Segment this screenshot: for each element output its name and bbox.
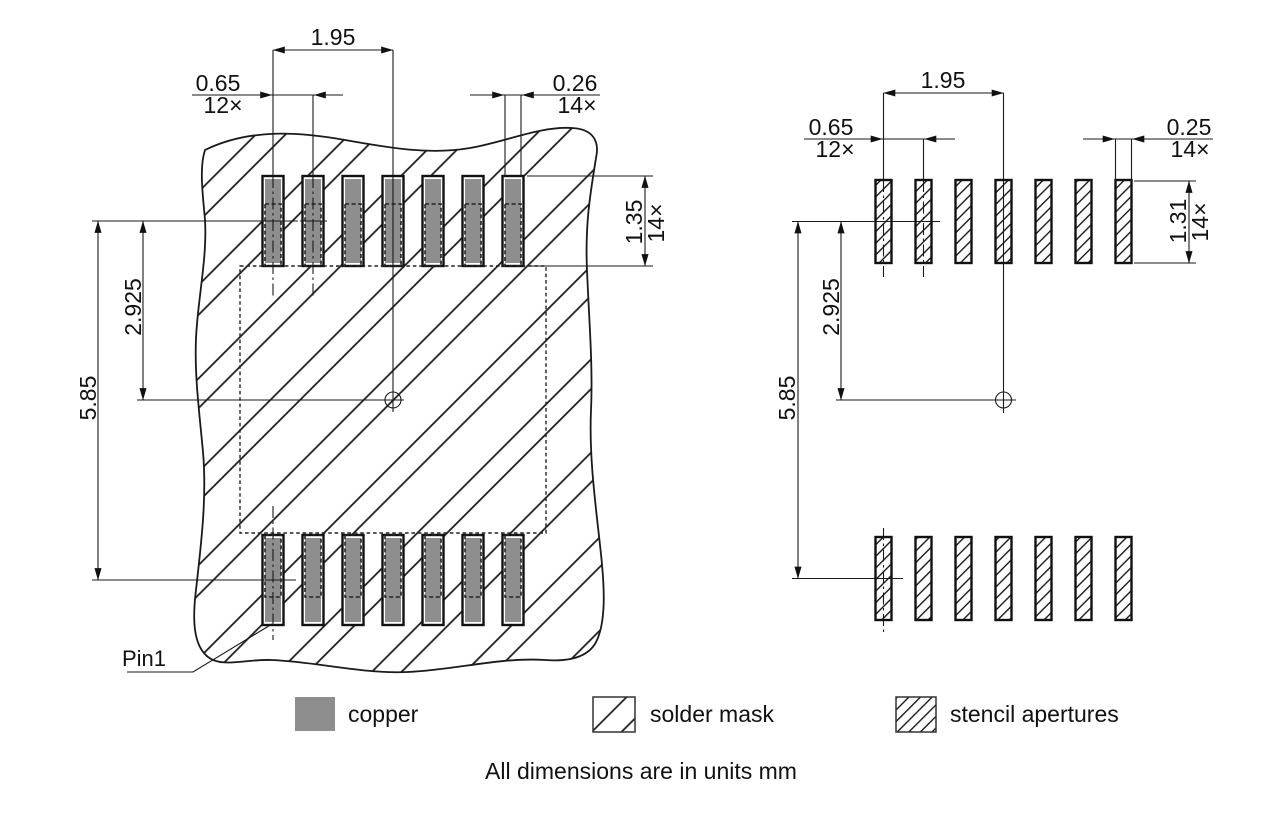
dim-count: 14× — [643, 203, 669, 242]
land-pattern-view: 1.95 0.65 12× 0.26 14× 1.35 14× 2.925 5.… — [75, 24, 669, 674]
stencil-view: 1.95 0.65 12× 0.25 14× 1.31 14× 2.925 5.… — [774, 67, 1213, 634]
dim-count: 12× — [815, 136, 854, 162]
units-note: All dimensions are in units mm — [485, 758, 797, 784]
dim-label: 0.65 — [809, 114, 854, 140]
legend: copper solder mask stencil apertures — [295, 696, 1119, 733]
legend-copper-label: copper — [348, 701, 419, 727]
dim-label: 0.25 — [1167, 114, 1212, 140]
stencil-aperture — [954, 178, 973, 265]
copper-pad — [505, 179, 521, 263]
dim-label: 5.85 — [774, 376, 800, 421]
component-lead-outline — [424, 534, 442, 598]
component-lead-outline — [464, 534, 482, 598]
copper-pad — [465, 179, 481, 263]
stencil-aperture — [914, 535, 933, 622]
dim-label: 0.26 — [553, 70, 598, 96]
copper-pad — [345, 179, 361, 263]
stencil-aperture — [1114, 178, 1133, 265]
stencil-swatch — [895, 696, 937, 733]
dim-label: 0.65 — [196, 70, 241, 96]
copper-pad — [305, 538, 321, 622]
stencil-aperture — [1074, 178, 1093, 265]
pin1-leader — [127, 623, 273, 673]
copper-pad — [425, 179, 441, 263]
copper-pad — [425, 538, 441, 622]
copper-swatch — [295, 697, 335, 731]
solder-mask-swatch — [592, 696, 636, 733]
pin1-label: Pin1 — [122, 646, 166, 671]
dim-label: 2.925 — [818, 278, 844, 336]
component-lead-outline — [344, 534, 362, 598]
dim-label: 5.85 — [75, 376, 101, 421]
dim-count: 14× — [557, 92, 596, 118]
component-lead-outline — [504, 534, 522, 598]
stencil-aperture — [1034, 535, 1053, 622]
stencil-aperture — [1114, 535, 1133, 622]
copper-pad — [385, 538, 401, 622]
legend-stencil-label: stencil apertures — [950, 701, 1119, 727]
component-lead-outline — [504, 203, 522, 267]
dim-label: 2.925 — [120, 278, 146, 336]
component-lead-outline — [384, 534, 402, 598]
dim-label: 1.95 — [311, 24, 356, 50]
dim-count: 14× — [1170, 136, 1209, 162]
legend-solder-mask-label: solder mask — [650, 701, 774, 727]
dim-label: 1.35 — [621, 200, 647, 245]
dim-count: 14× — [1187, 202, 1213, 241]
copper-pad — [505, 538, 521, 622]
stencil-aperture — [994, 535, 1013, 622]
stencil-aperture — [954, 535, 973, 622]
stencil-aperture — [1034, 178, 1053, 265]
dim-label: 1.95 — [921, 67, 966, 93]
dim-label: 1.31 — [1165, 199, 1191, 244]
copper-pads — [261, 174, 525, 627]
component-lead-outline — [304, 534, 322, 598]
stencil-aperture — [1074, 535, 1093, 622]
component-lead-outline — [344, 203, 362, 267]
copper-pad — [465, 538, 481, 622]
copper-pad — [345, 538, 361, 622]
center-marker — [384, 391, 402, 409]
dim-count: 12× — [203, 92, 242, 118]
center-marker — [994, 391, 1013, 409]
